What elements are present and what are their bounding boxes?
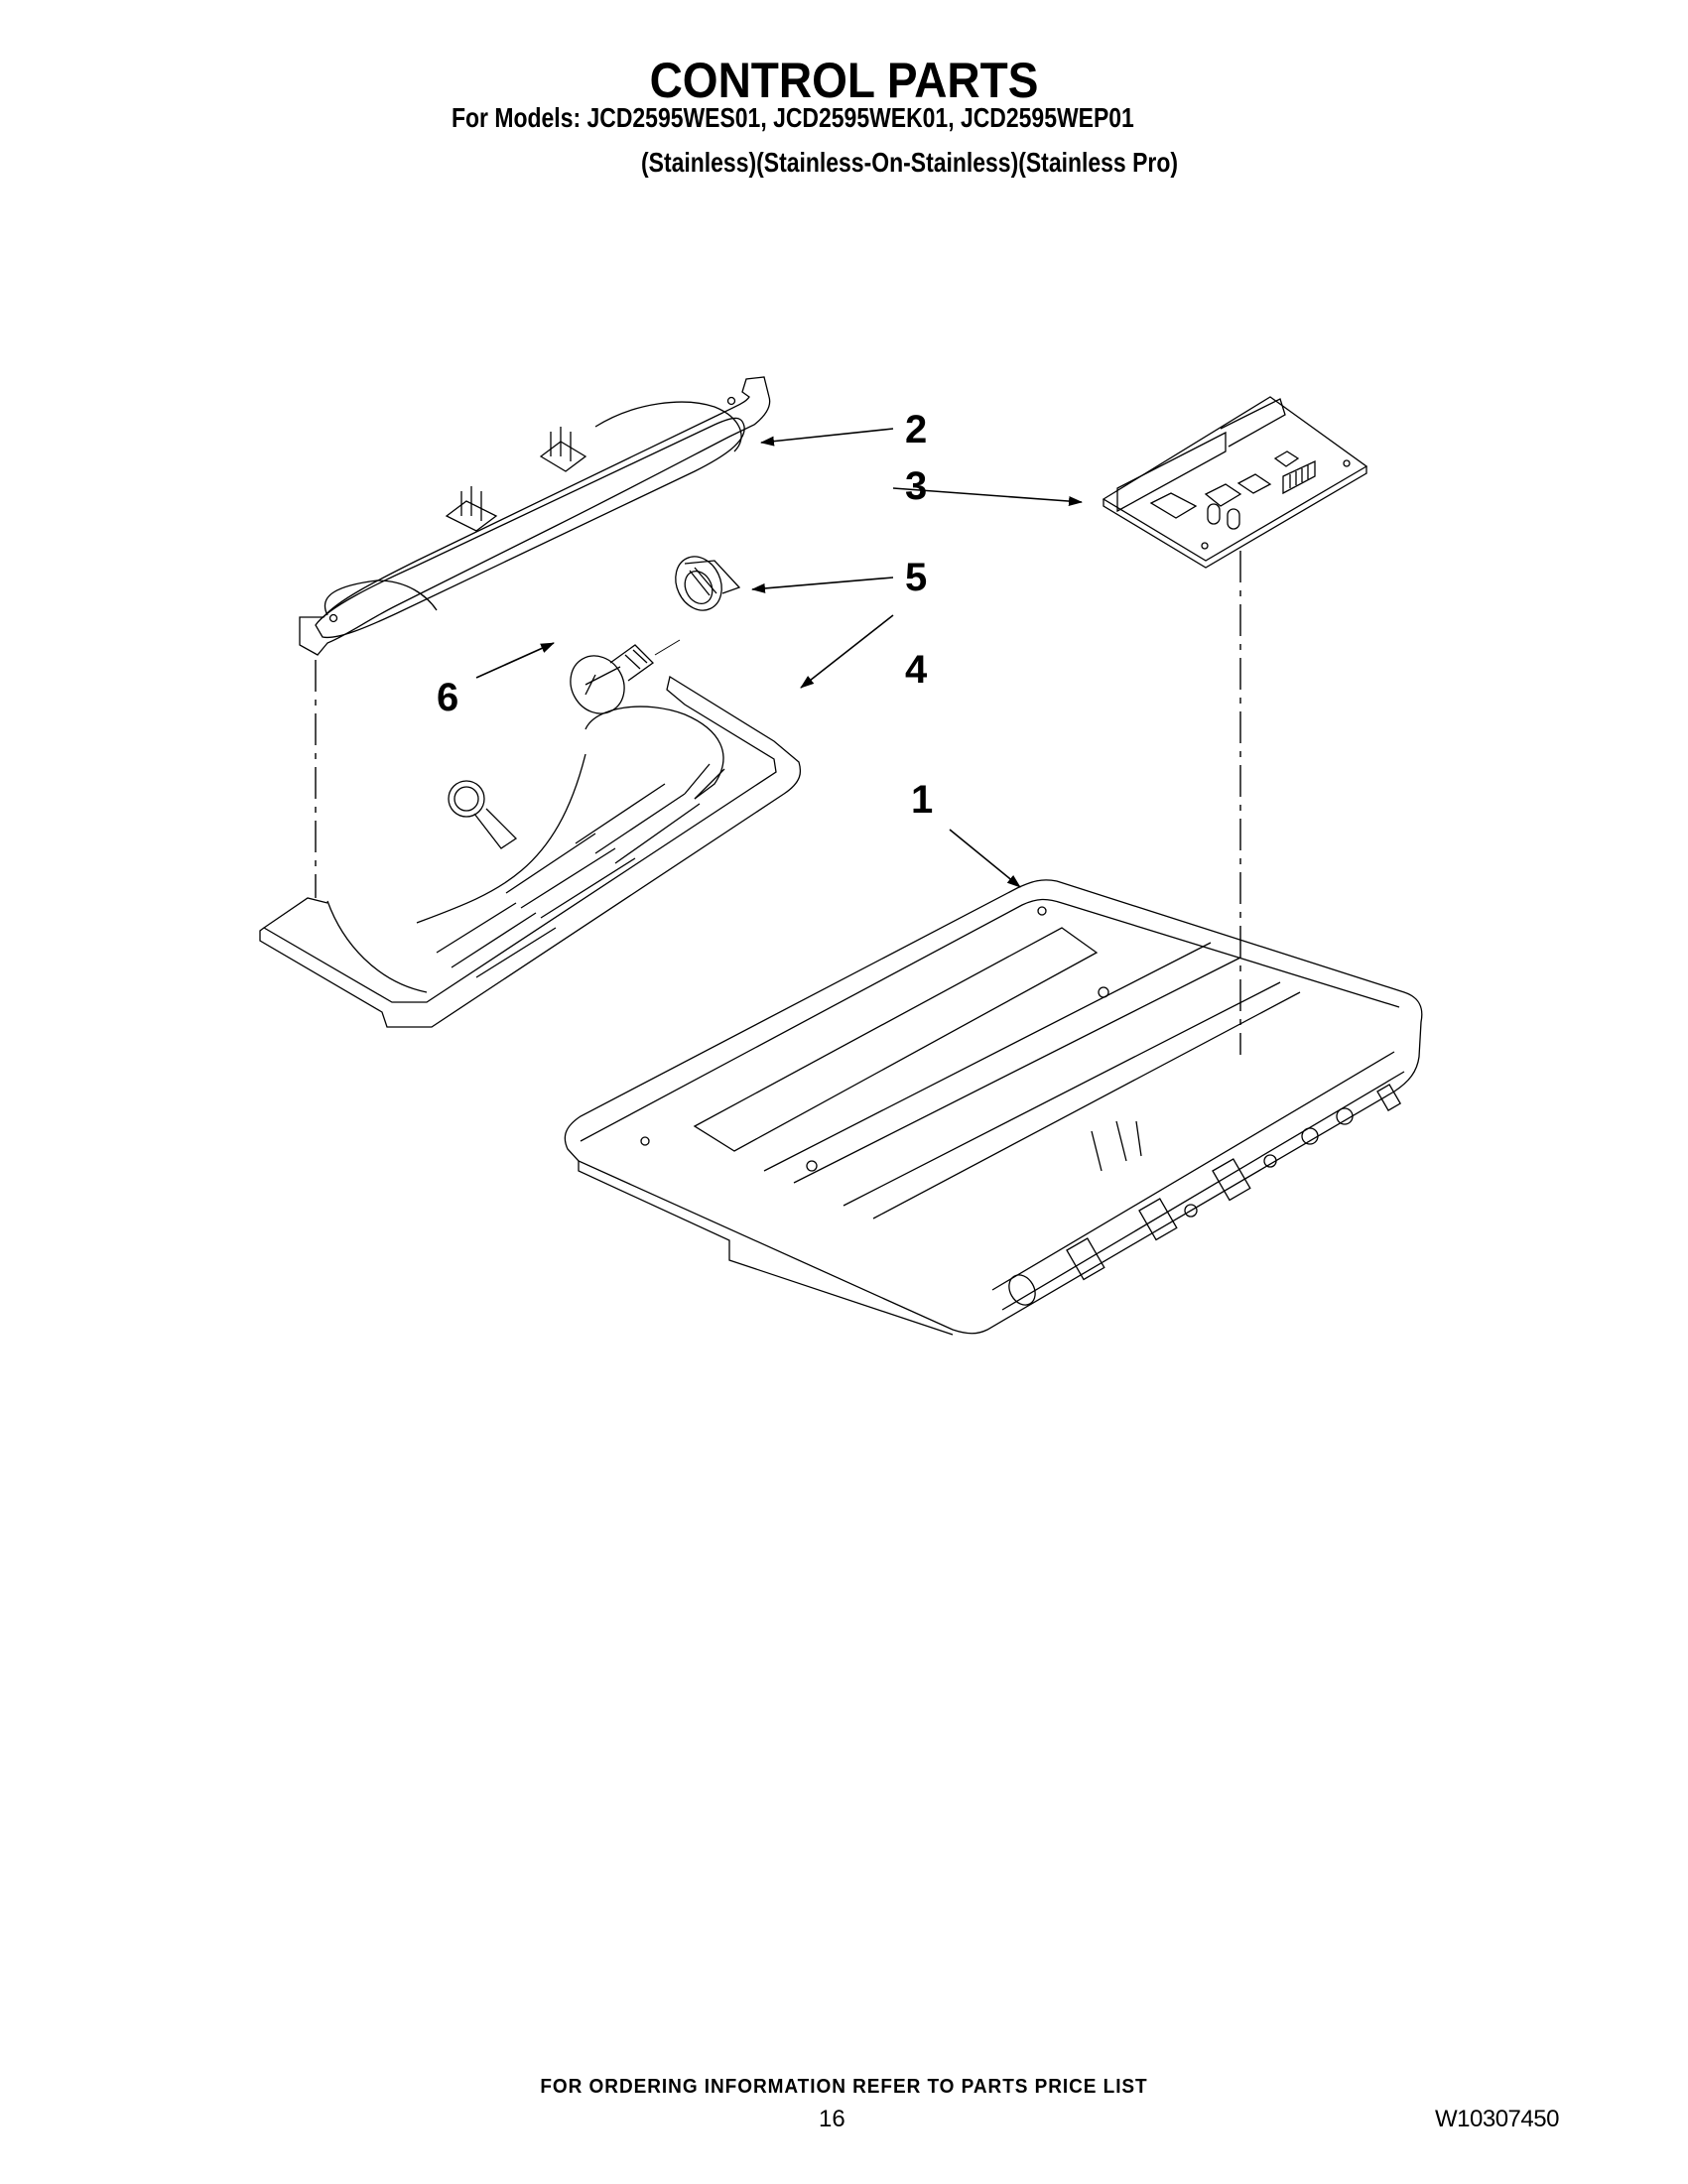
light-housing-drawing	[300, 377, 770, 655]
callout-2: 2	[905, 408, 928, 451]
leader-lines	[476, 429, 1083, 888]
control-housing-drawing	[565, 880, 1422, 1335]
callout-1: 1	[911, 778, 934, 822]
callout-4: 4	[905, 648, 928, 692]
variants-line: (Stainless)(Stainless-On-Stainless)(Stai…	[641, 147, 1178, 178]
page-number: 16	[819, 2106, 845, 2132]
callout-5: 5	[905, 556, 928, 599]
ordering-note: FOR ORDERING INFORMATION REFER TO PARTS …	[540, 2076, 1148, 2098]
light-lens-cover-drawing	[260, 677, 800, 1027]
models-line: For Models: JCD2595WES01, JCD2595WEK01, …	[452, 102, 1134, 133]
document-number: W10307450	[1435, 2106, 1559, 2132]
callout-6: 6	[437, 676, 459, 719]
control-board-drawing	[1104, 397, 1366, 568]
alignment-lines	[316, 551, 1240, 1055]
lamp-socket-drawing	[667, 549, 739, 617]
callout-3: 3	[905, 464, 928, 508]
light-bulb-drawing	[560, 640, 680, 723]
page-title: CONTROL PARTS	[649, 53, 1039, 108]
